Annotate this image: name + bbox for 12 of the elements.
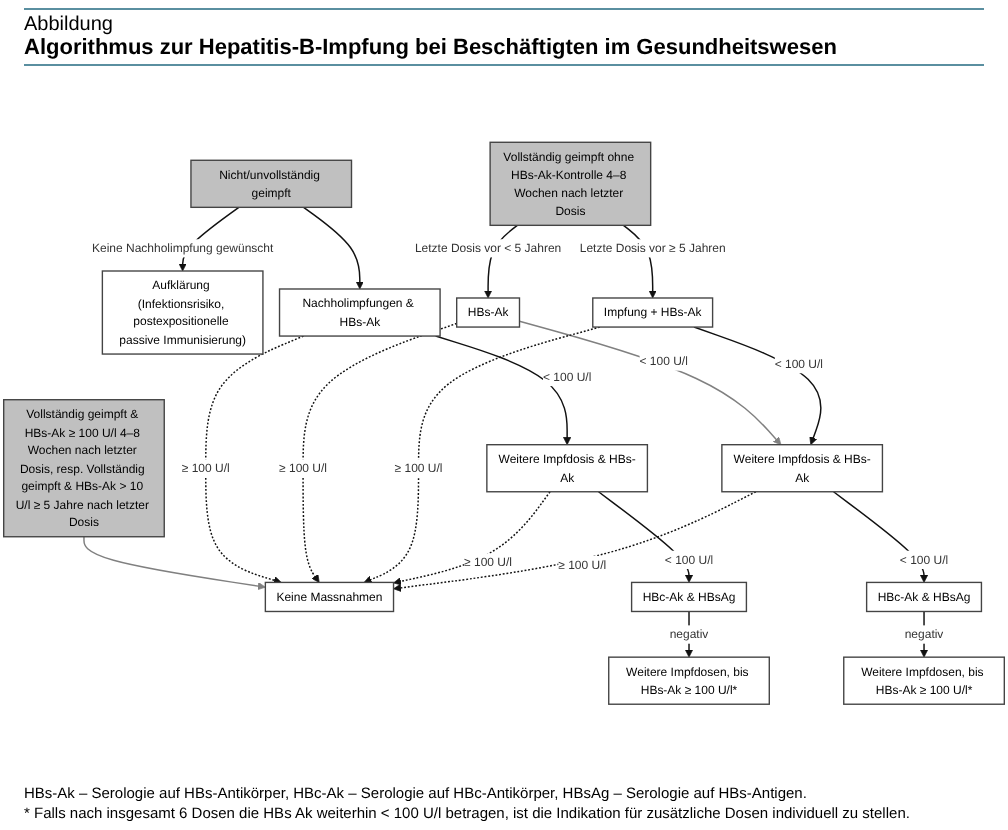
arrow: [363, 326, 601, 584]
arrow: [83, 536, 266, 591]
arrow: [518, 320, 782, 446]
arrow: [684, 610, 694, 658]
arrow: [393, 491, 551, 586]
arrow: [302, 322, 458, 583]
arrow: [919, 610, 929, 658]
figure-label: Abbildung: [24, 8, 984, 36]
arrow: [434, 335, 572, 446]
title: Algorithmus zur Hepatitis-B-Impfung bei Beschäftigten im Gesundheitswesen: [24, 36, 984, 66]
arrow: [302, 206, 364, 290]
arrow: [205, 335, 305, 585]
